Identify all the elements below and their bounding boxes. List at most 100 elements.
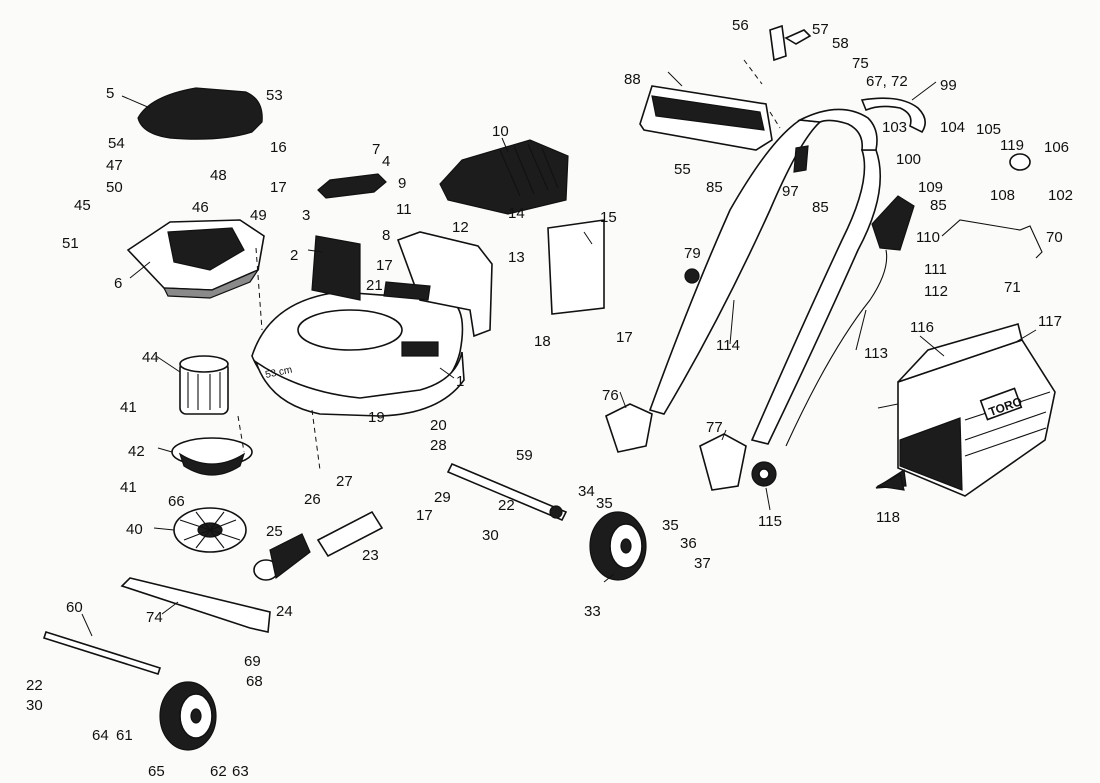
callout-24: 24 xyxy=(276,603,293,620)
plate-15 xyxy=(547,219,605,315)
callout-12: 12 xyxy=(452,219,469,236)
callout-67-72: 67, 72 xyxy=(866,73,908,90)
callout-17-2: 17 xyxy=(376,257,393,274)
bracket-77 xyxy=(699,433,747,491)
callout-62: 62 xyxy=(210,763,227,780)
callout-114: 114 xyxy=(716,337,740,354)
callout-41-1: 41 xyxy=(120,399,137,416)
callout-50: 50 xyxy=(106,179,123,196)
callout-6: 6 xyxy=(114,275,122,292)
callout-41-2: 41 xyxy=(120,479,137,496)
callout-42: 42 xyxy=(128,443,145,460)
upper-handle-99 xyxy=(860,97,926,134)
callout-11: 11 xyxy=(396,201,412,218)
callout-63: 63 xyxy=(232,763,249,780)
fan-housing-10 xyxy=(439,139,569,215)
fan-plate-42 xyxy=(171,437,253,476)
callout-16: 16 xyxy=(270,139,287,156)
callout-58: 58 xyxy=(832,35,849,52)
callout-17-4: 17 xyxy=(616,329,633,346)
callout-57: 57 xyxy=(812,21,829,38)
callout-97: 97 xyxy=(782,183,799,200)
callout-69: 69 xyxy=(244,653,261,670)
callout-17-1: 17 xyxy=(270,179,287,196)
callout-26: 26 xyxy=(304,491,321,508)
callout-27: 27 xyxy=(336,473,353,490)
callout-20: 20 xyxy=(430,417,447,434)
callout-19: 19 xyxy=(368,409,385,426)
motor-44 xyxy=(179,355,229,415)
callout-104: 104 xyxy=(940,119,965,136)
callout-48: 48 xyxy=(210,167,227,184)
callout-105: 105 xyxy=(976,121,1001,138)
callout-46: 46 xyxy=(192,199,209,216)
callout-23: 23 xyxy=(362,547,379,564)
callout-55: 55 xyxy=(674,161,691,178)
callout-115: 115 xyxy=(758,513,782,530)
callout-30-1: 30 xyxy=(482,527,499,544)
callout-47: 47 xyxy=(106,157,123,174)
mower-deck: 53 cm xyxy=(251,231,493,417)
callout-29: 29 xyxy=(434,489,451,506)
grass-catcher-bag: TORO xyxy=(877,323,1056,497)
callout-76: 76 xyxy=(602,387,619,404)
callout-88: 88 xyxy=(624,71,641,88)
bracket-4 xyxy=(317,173,387,199)
callout-35-2: 35 xyxy=(662,517,679,534)
callout-25: 25 xyxy=(266,523,283,540)
callout-112: 112 xyxy=(924,283,948,300)
rear-wheel-33 xyxy=(589,511,647,581)
callout-18: 18 xyxy=(534,333,551,350)
rear-flap-118 xyxy=(876,473,905,491)
axle-60 xyxy=(42,631,162,675)
callout-22-2: 22 xyxy=(26,677,43,694)
top-cover-5 xyxy=(137,87,263,140)
filter-2 xyxy=(311,235,361,301)
callout-14: 14 xyxy=(508,205,525,222)
callout-17-3: 17 xyxy=(416,507,433,524)
callout-34: 34 xyxy=(578,483,595,500)
callout-8: 8 xyxy=(382,227,390,244)
cable-clip-97 xyxy=(793,145,809,173)
bag-logo-plate xyxy=(979,387,1023,421)
callout-74: 74 xyxy=(146,609,163,626)
clip-79 xyxy=(684,268,700,284)
callout-40: 40 xyxy=(126,521,143,538)
bail-70 xyxy=(941,219,1043,259)
callout-3: 3 xyxy=(302,207,310,224)
cutter-blade-74 xyxy=(120,577,271,633)
callout-106: 106 xyxy=(1044,139,1069,156)
grip-106 xyxy=(1009,153,1031,171)
callout-108: 108 xyxy=(990,187,1015,204)
callout-61: 61 xyxy=(116,727,133,744)
callout-51: 51 xyxy=(62,235,79,252)
callout-22-1: 22 xyxy=(498,497,515,514)
callout-85-3: 85 xyxy=(930,197,947,214)
callout-21: 21 xyxy=(366,277,383,294)
shaft-23 xyxy=(316,510,384,558)
callout-1: 1 xyxy=(456,373,464,390)
lower-handle-tubes xyxy=(648,97,926,447)
callout-85-1: 85 xyxy=(706,179,723,196)
callout-118: 118 xyxy=(876,509,900,526)
callout-100: 100 xyxy=(896,151,921,168)
guard-56-57 xyxy=(769,24,812,62)
callout-13: 13 xyxy=(508,249,525,266)
callout-66: 66 xyxy=(168,493,185,510)
callout-60: 60 xyxy=(66,599,83,616)
callout-56: 56 xyxy=(732,17,749,34)
callout-110: 110 xyxy=(916,229,940,246)
callout-70: 70 xyxy=(1046,229,1063,246)
callout-30-2: 30 xyxy=(26,697,43,714)
callout-28: 28 xyxy=(430,437,447,454)
callout-4: 4 xyxy=(382,153,390,170)
callout-36: 36 xyxy=(680,535,697,552)
leader-lines xyxy=(81,71,1037,637)
callout-119: 119 xyxy=(1000,137,1024,154)
callout-59: 59 xyxy=(516,447,533,464)
callout-117: 117 xyxy=(1038,313,1062,330)
callout-79: 79 xyxy=(684,245,701,262)
callout-15: 15 xyxy=(600,209,617,226)
